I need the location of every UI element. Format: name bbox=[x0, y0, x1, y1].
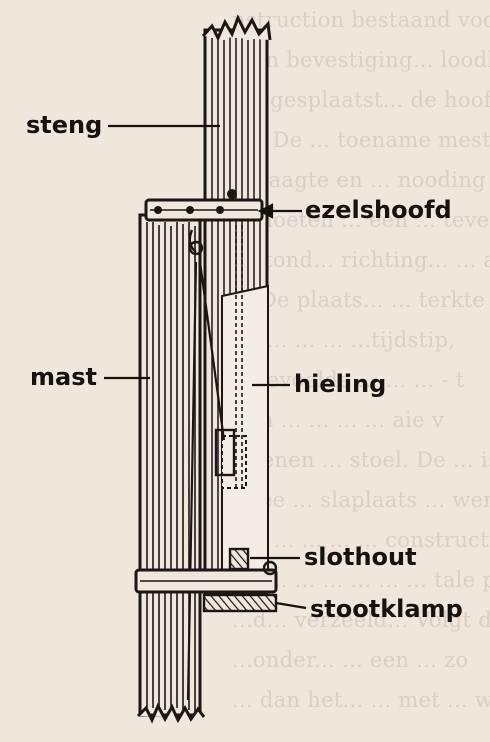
bleed-through-line: zal gesplaatst... de hoofdin to bbox=[232, 88, 490, 112]
label-hieling: hieling bbox=[294, 370, 387, 398]
bleed-through-line: ...stond... richting... ... aan bbox=[232, 248, 490, 272]
bleed-through-line: uitlaagte en ... nooding en bbox=[232, 168, 490, 192]
bleed-through-line: ...onder... ... een ... zo bbox=[232, 648, 469, 672]
rigging-rope bbox=[186, 229, 236, 701]
bleed-through-line: ... dan het... ... met ... we bbox=[232, 688, 490, 712]
label-ezelshoofd: ezelshoofd bbox=[305, 196, 452, 224]
bleed-through-line: ... De plaats... ... terkte z bbox=[232, 288, 490, 312]
bleed-through-line: g en bevestiging... loodlon bbox=[232, 48, 490, 72]
label-steng: steng bbox=[26, 111, 103, 139]
bleed-through-line: ...d ... ... ... ... constructi bbox=[232, 528, 490, 552]
stootklamp-block bbox=[202, 593, 278, 613]
stootklamp-leader-line bbox=[275, 601, 307, 610]
slothout-block bbox=[228, 547, 250, 571]
label-mast: mast bbox=[30, 363, 97, 391]
label-stootklamp: stootklamp bbox=[310, 595, 463, 623]
mast-spar bbox=[136, 213, 206, 724]
bleed-through-line: ...b... ... ... ...tijdstip, bbox=[232, 328, 456, 352]
bleed-through-line: nstruction bestaand voo bbox=[232, 8, 490, 32]
label-slothout: slothout bbox=[304, 543, 417, 571]
ezelshoofd-leader-arrow bbox=[257, 203, 302, 219]
bleed-through-line: ...gevoelde ... ... ... - t bbox=[232, 368, 465, 392]
bleed-through-line: ...lee ... slaplaats ... wemp d bbox=[232, 488, 490, 512]
bleed-through-line: ...tenen ... stoel. De ... is er bbox=[232, 448, 490, 472]
bleed-through-line: en. De ... toename mest bbox=[232, 128, 490, 152]
lower-mast-band bbox=[134, 560, 278, 594]
